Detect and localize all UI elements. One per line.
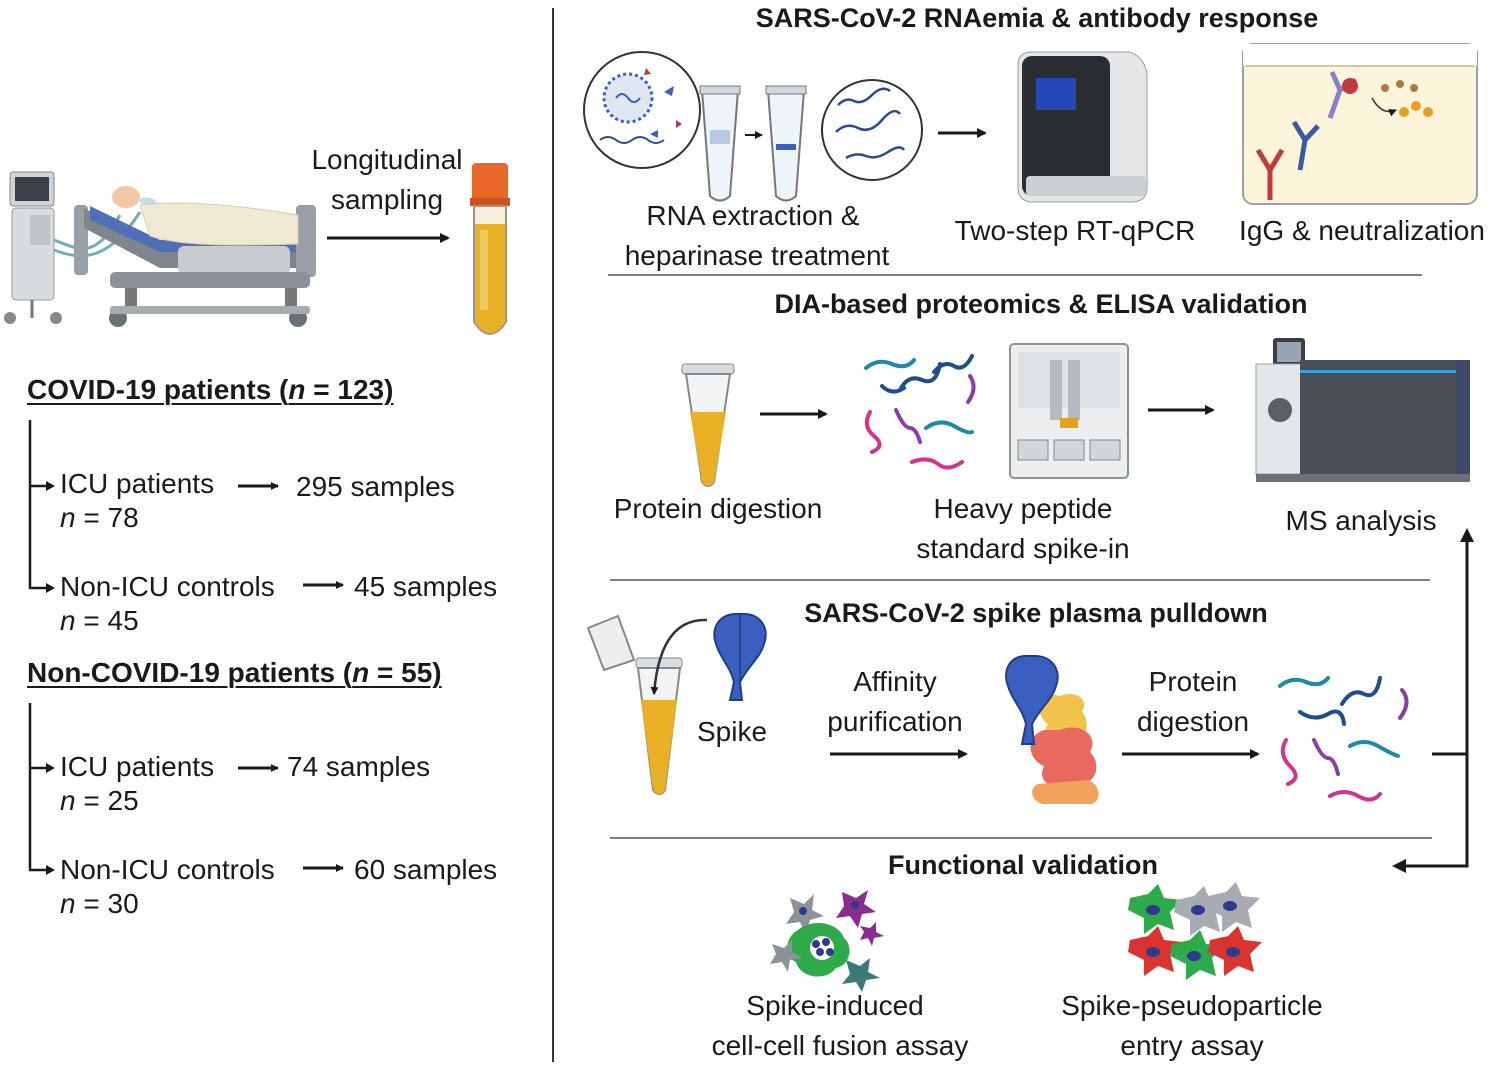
- covid-cohort-title: COVID-19 patients (n = 123): [27, 374, 394, 405]
- covid-tree-lines: [28, 420, 48, 590]
- heavy-peptide-label-1: Heavy peptide: [933, 493, 1113, 524]
- noncovid-icu-samples: 74 samples: [287, 751, 431, 782]
- spike-protein-icon: [713, 612, 767, 701]
- covid-icu-samples: 295 samples: [296, 471, 455, 502]
- mass-spectrometer-icon: [1255, 338, 1470, 482]
- longitudinal-label-2: sampling: [330, 184, 444, 215]
- noncovid-nonicu-n: n = 30: [60, 888, 139, 919]
- noncovid-icu-label: ICU patients: [60, 751, 215, 782]
- ms-analysis-label: MS analysis: [1285, 505, 1437, 536]
- ventilator-icon: [4, 171, 142, 324]
- noncovid-cohort-title: Non-COVID-19 patients (n = 55): [27, 657, 442, 688]
- entry-assay-label-1: Spike-pseudoparticle: [1061, 990, 1323, 1021]
- pulldown-complex-icon: [1005, 654, 1099, 805]
- covid-nonicu-label: Non-ICU controls: [60, 571, 275, 602]
- affinity-label-1: Affinity: [853, 666, 937, 697]
- rna-extraction-label-1: RNA extraction &: [646, 200, 860, 231]
- covid-icu-label: ICU patients: [60, 468, 215, 499]
- microtube-icon: [681, 363, 735, 487]
- igg-label: IgG & neutralization: [1239, 215, 1485, 246]
- pseudoparticle-cells-icon: [1128, 882, 1262, 980]
- spin-column-icon: [699, 85, 807, 202]
- cell-fusion-icon: [770, 890, 884, 992]
- return-to-ms-arrow: [1432, 528, 1474, 756]
- rna-extraction-label-2: heparinase treatment: [624, 240, 890, 271]
- rna-strand-icon: [821, 79, 923, 181]
- noncovid-icu-n: n = 25: [60, 785, 139, 816]
- patient-icon: [112, 186, 299, 246]
- proteomics-section-title: DIA-based proteomics & ELISA validation: [774, 289, 1308, 319]
- covid-nonicu-samples: 45 samples: [354, 571, 498, 602]
- pulldown-digestion-label-1: Protein: [1148, 666, 1238, 697]
- to-functional-arrow: [1392, 754, 1469, 873]
- microtube-spike-icon: [586, 614, 708, 795]
- noncovid-nonicu-samples: 60 samples: [354, 854, 498, 885]
- protein-digestion-label: Protein digestion: [613, 493, 823, 524]
- blood-tube-icon: [470, 163, 510, 335]
- rnaemia-section-title: SARS-CoV-2 RNAemia & antibody response: [755, 3, 1319, 33]
- fusion-assay-label-2: cell-cell fusion assay: [711, 1030, 969, 1061]
- antibody-well-icon: [1242, 43, 1478, 205]
- functional-section-title: Functional validation: [887, 850, 1159, 880]
- rt-qpcr-label: Two-step RT-qPCR: [954, 215, 1196, 246]
- affinity-label-2: purification: [827, 706, 963, 737]
- fusion-assay-label-1: Spike-induced: [746, 990, 924, 1021]
- heavy-peptide-label-2: standard spike-in: [916, 533, 1130, 564]
- qpcr-machine-icon: [1017, 51, 1148, 203]
- longitudinal-label-1: Longitudinal: [311, 144, 463, 175]
- noncovid-nonicu-label: Non-ICU controls: [60, 854, 275, 885]
- virus-icon: [583, 51, 701, 169]
- peptides-pulldown-icon: [1278, 676, 1409, 802]
- liquid-handler-icon: [1009, 343, 1129, 479]
- noncovid-tree-lines: [28, 703, 48, 872]
- covid-icu-n: n = 78: [60, 502, 139, 533]
- peptides-icon: [864, 354, 976, 470]
- entry-assay-label-2: entry assay: [1120, 1030, 1264, 1061]
- covid-nonicu-n: n = 45: [60, 605, 139, 636]
- spike-label: Spike: [696, 716, 768, 747]
- pulldown-section-title: SARS-CoV-2 spike plasma pulldown: [804, 598, 1268, 628]
- pulldown-digestion-label-2: digestion: [1136, 706, 1250, 737]
